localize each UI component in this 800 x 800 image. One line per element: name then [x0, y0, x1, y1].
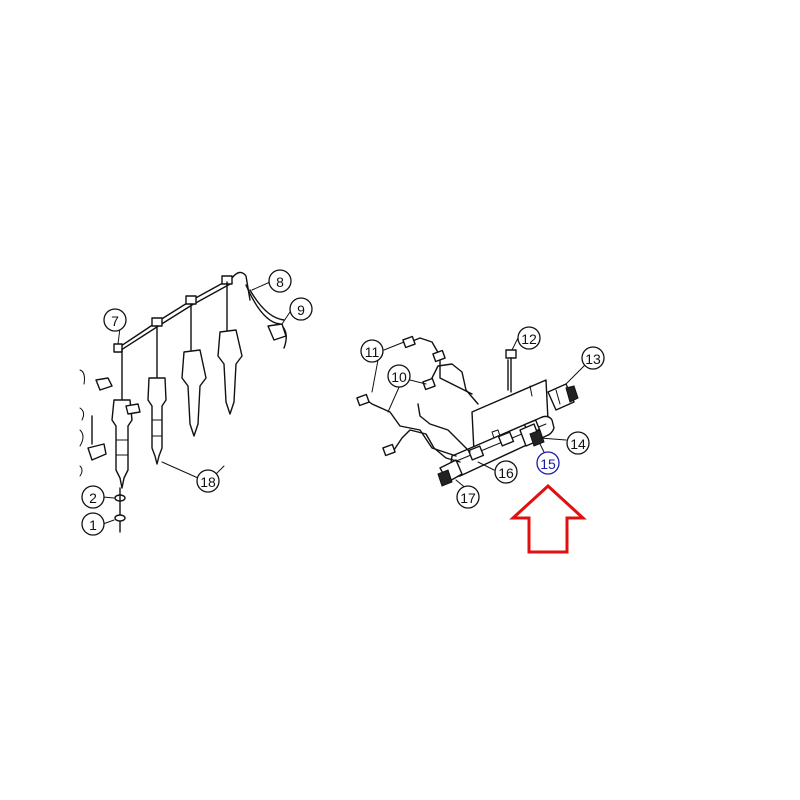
callout-11: 11 — [360, 339, 384, 363]
svg-text:7: 7 — [111, 313, 119, 329]
callout-1: 1 — [81, 512, 105, 536]
callout-2: 2 — [81, 485, 105, 509]
rail-fitting — [519, 423, 545, 447]
callout-17: 17 — [456, 485, 480, 509]
svg-text:13: 13 — [585, 351, 601, 367]
callout-13: 13 — [581, 346, 605, 370]
fuel-return-line — [113, 271, 287, 353]
pressure-relief-valve — [547, 383, 579, 411]
injector-tubes — [356, 335, 479, 463]
callout-9: 9 — [289, 297, 313, 321]
svg-text:18: 18 — [200, 474, 216, 490]
left-small-parts — [79, 369, 225, 533]
svg-text:15: 15 — [540, 456, 556, 472]
callout-14: 14 — [566, 431, 590, 455]
svg-text:14: 14 — [570, 436, 586, 452]
callout-16: 16 — [494, 460, 518, 484]
svg-text:10: 10 — [391, 369, 407, 385]
injector-2 — [147, 325, 167, 465]
injector-1 — [111, 349, 141, 489]
highlight-arrow-icon — [509, 483, 587, 554]
svg-text:2: 2 — [89, 490, 97, 506]
injector-4 — [217, 281, 243, 415]
svg-text:12: 12 — [521, 331, 537, 347]
leader-lines — [102, 281, 587, 525]
svg-text:9: 9 — [297, 302, 305, 318]
callout-18: 18 — [196, 469, 220, 493]
svg-text:16: 16 — [498, 465, 514, 481]
svg-text:11: 11 — [365, 344, 380, 360]
callout-15: 15 — [536, 451, 560, 475]
pressure-sensor — [437, 459, 463, 487]
callout-10: 10 — [387, 364, 411, 388]
rail-bolt — [505, 349, 517, 393]
svg-text:1: 1 — [89, 517, 97, 533]
svg-text:17: 17 — [460, 490, 476, 506]
callout-7: 7 — [103, 308, 127, 332]
callout-12: 12 — [517, 326, 541, 350]
injector-3 — [181, 303, 207, 437]
svg-text:8: 8 — [276, 274, 284, 290]
callout-8: 8 — [268, 269, 292, 293]
